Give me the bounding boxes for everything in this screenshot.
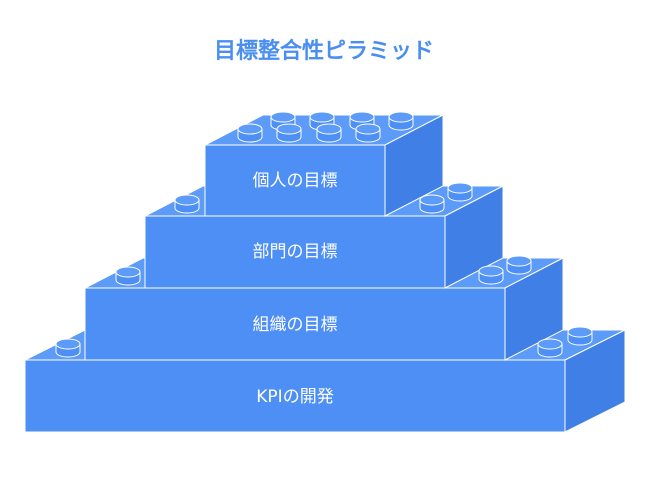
stud-icon	[174, 194, 200, 214]
stud-icon	[55, 338, 81, 358]
stud-icon	[537, 338, 563, 358]
stud-icon	[115, 266, 141, 286]
brick-studs	[55, 111, 593, 358]
stud-icon	[276, 123, 302, 143]
stud-icon	[447, 182, 473, 202]
stud-icon	[567, 326, 593, 346]
diagram-title: 目標整合性ピラミッド	[214, 38, 434, 64]
level-label-department-goals: 部門の目標	[253, 242, 338, 262]
stud-icon	[478, 265, 504, 285]
level-label-kpi-development: KPIの開発	[256, 387, 333, 407]
level-label-personal-goals: 個人の目標	[253, 171, 338, 191]
stud-icon	[316, 123, 342, 143]
stud-icon	[237, 123, 263, 143]
stud-icon	[388, 111, 414, 131]
stud-icon	[355, 123, 381, 143]
stud-icon	[506, 255, 532, 275]
brick-personal-goals: 個人の目標	[204, 114, 444, 217]
level-label-organization-goals: 組織の目標	[253, 315, 338, 335]
stud-icon	[419, 194, 445, 214]
